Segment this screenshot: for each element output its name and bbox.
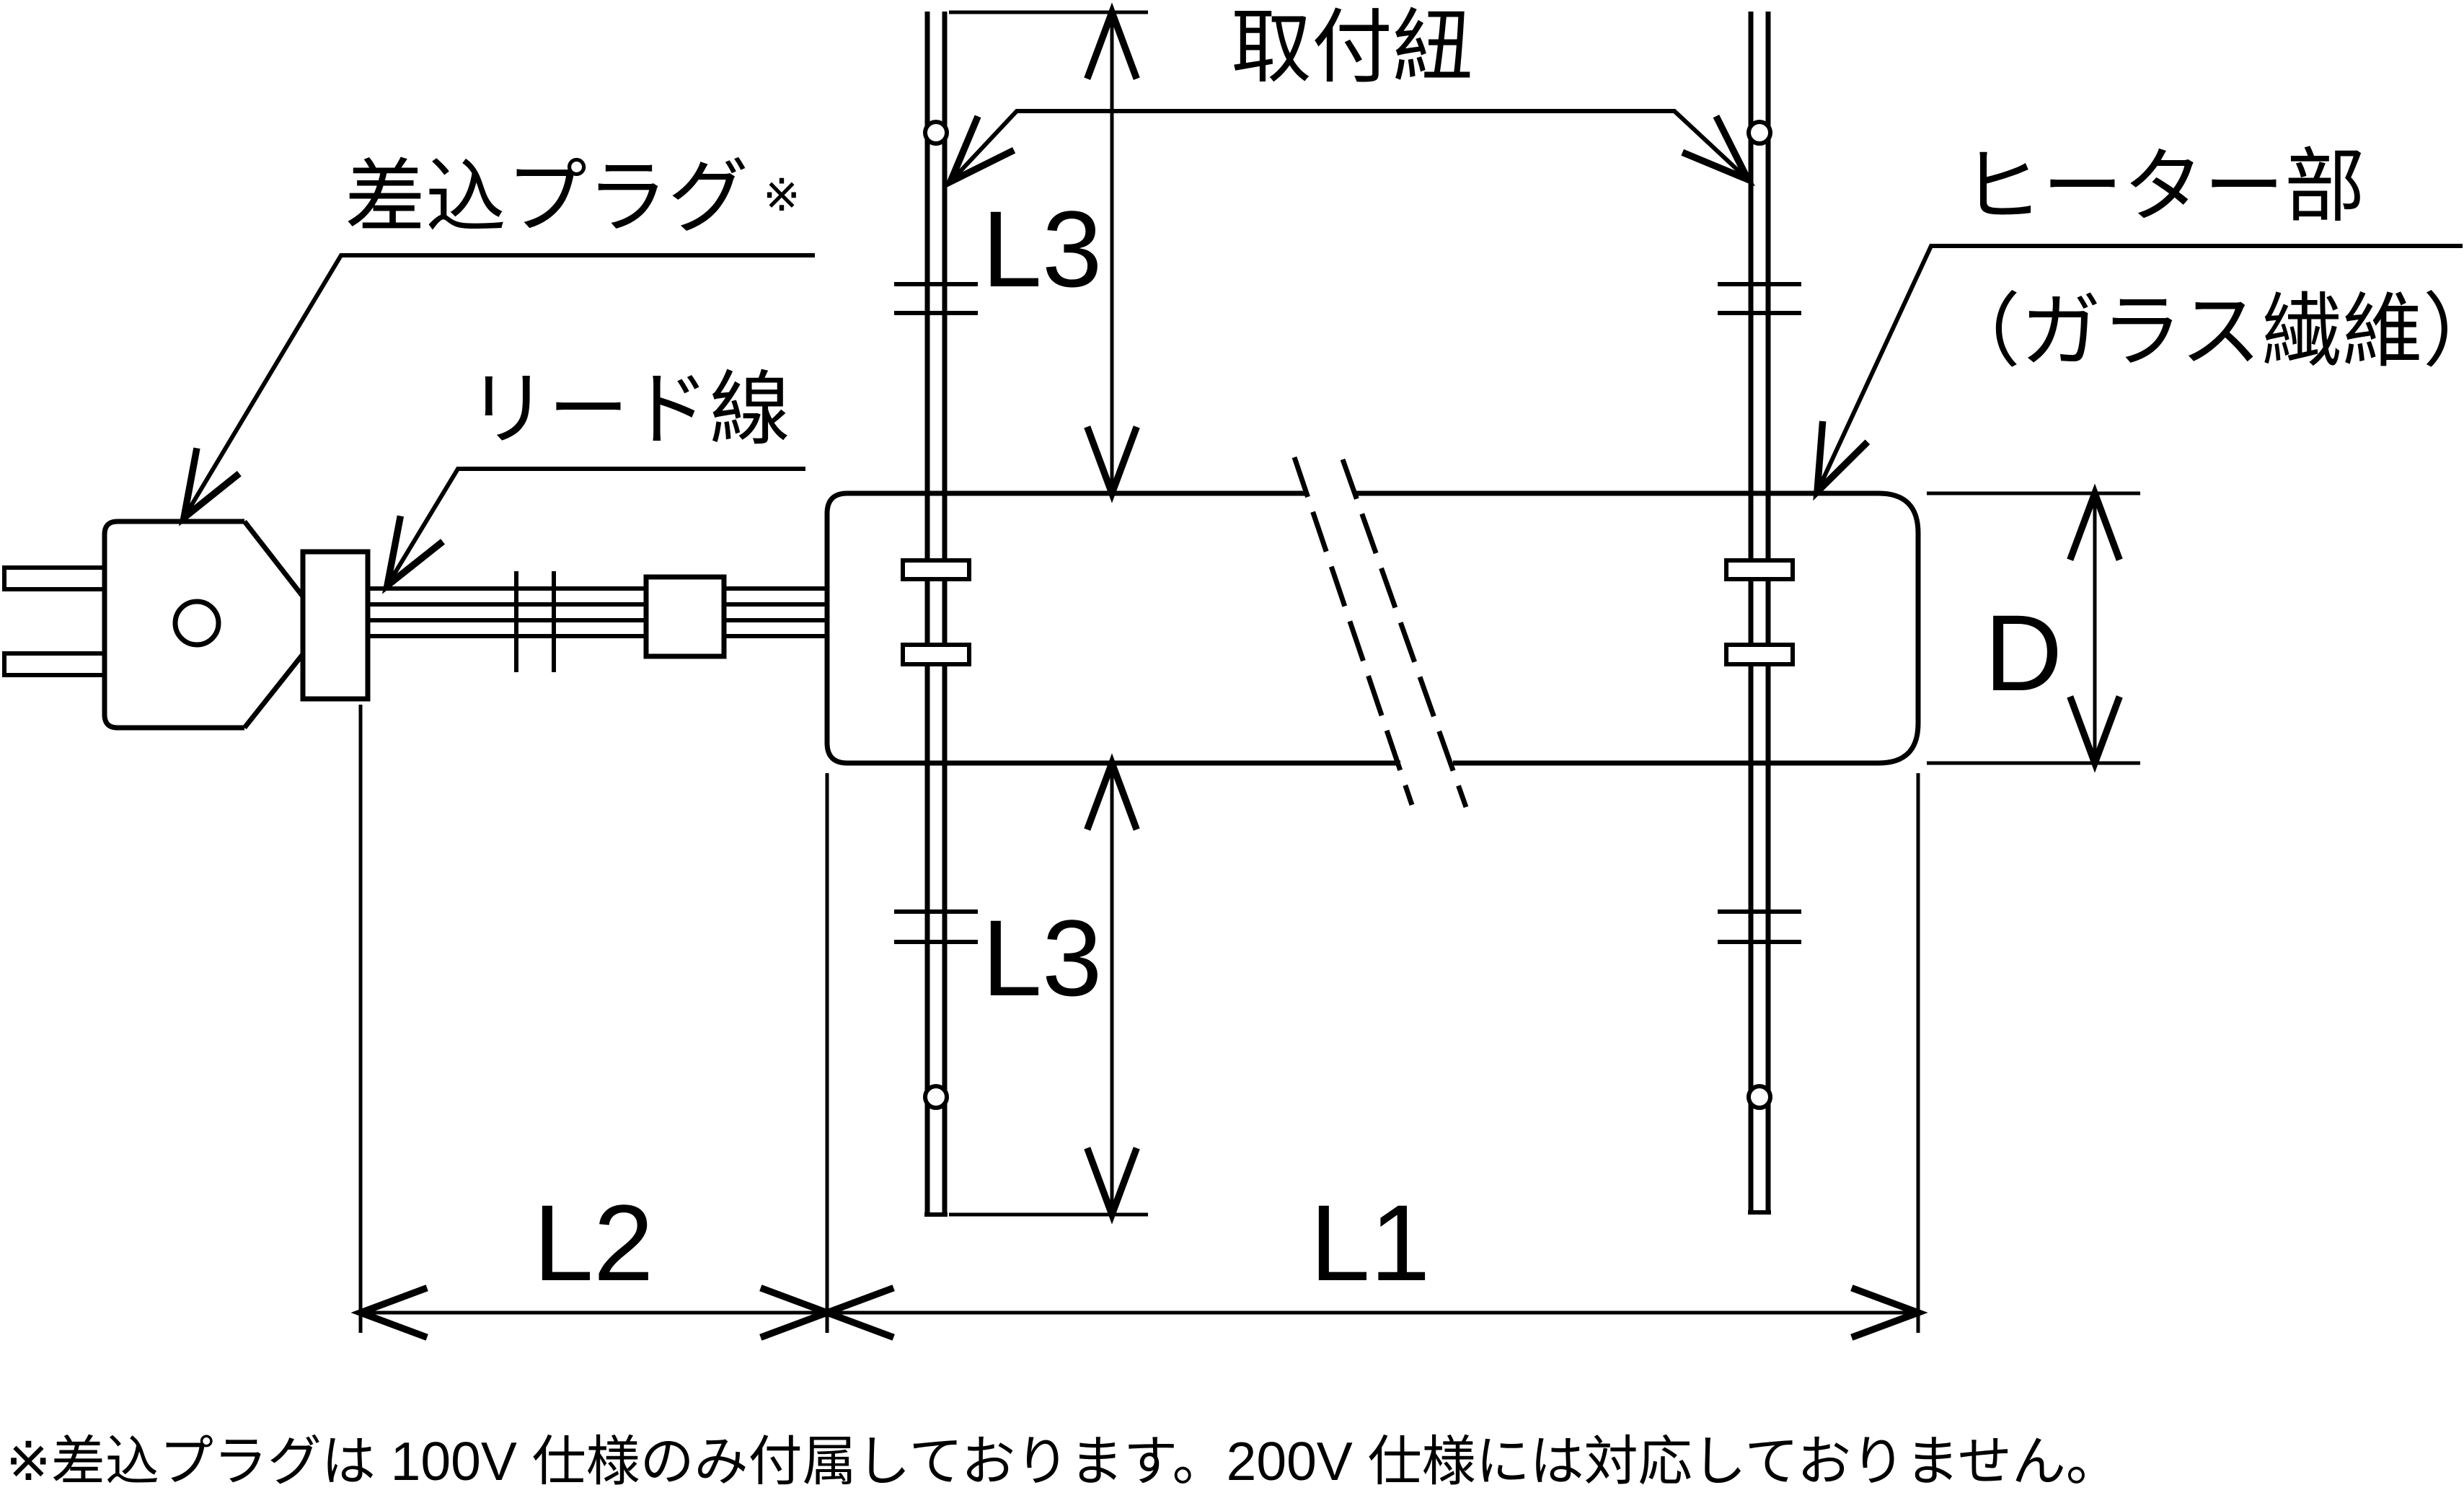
heater-break-line-2 xyxy=(1340,458,1469,809)
left-cord-band-upper xyxy=(901,558,971,581)
heater-part-label: ヒーター部 xyxy=(1961,141,2365,232)
leader-lines xyxy=(179,109,2463,594)
heater-leader xyxy=(1813,244,2463,501)
heater-break-line-1 xyxy=(1291,456,1415,806)
l3-top-label: L3 xyxy=(982,188,1103,309)
text-labels: 取付紐 差込プラグ ※ リード線 ヒーター部 （ガラス繊維） L3 L3 D L… xyxy=(6,2,2464,1492)
plug-ref-mark: ※ xyxy=(763,171,800,221)
l3-bottom-label: L3 xyxy=(982,897,1103,1018)
heater-body xyxy=(824,456,1921,809)
plug-taper-top xyxy=(242,519,305,599)
plug-label: 差込プラグ xyxy=(345,152,749,242)
heater-left-section xyxy=(824,490,1400,766)
l1-label: L1 xyxy=(1310,1182,1431,1303)
heater-material-label: （ガラス繊維） xyxy=(1940,286,2464,376)
dimension-annotations xyxy=(350,2,2140,1341)
left-cord-knot-bottom xyxy=(923,1084,949,1110)
left-cord-knot-top xyxy=(923,120,949,146)
lead-wire-cord xyxy=(368,571,827,672)
heater-right-section xyxy=(1354,490,1921,766)
right-cord-band-lower xyxy=(1724,643,1795,666)
cord-connector-sleeve xyxy=(643,574,727,659)
mounting-cord-label: 取付紐 xyxy=(1231,2,1473,92)
mounting-cord-left xyxy=(894,12,978,1217)
plug-hole xyxy=(172,599,221,648)
lead-wire-leader xyxy=(381,467,805,594)
plug-taper-bottom xyxy=(242,652,305,730)
right-cord-knot-top xyxy=(1747,120,1772,146)
plug-leader xyxy=(179,253,815,526)
mounting-cord-right xyxy=(1718,12,1801,1215)
lead-wire-label: リード線 xyxy=(467,364,790,454)
d-label: D xyxy=(1984,592,2062,713)
plug xyxy=(2,519,371,731)
footnote-text: ※差込プラグは 100V 仕様のみ付属しております。200V 仕様には対応してお… xyxy=(6,1431,2120,1492)
mounting-cord-leader xyxy=(943,109,1755,189)
plug-prong-bottom xyxy=(2,651,107,677)
plug-strain-relief xyxy=(300,549,371,702)
right-cord-band-upper xyxy=(1724,558,1795,581)
right-cord-knot-bottom xyxy=(1747,1084,1772,1110)
plug-prong-top xyxy=(2,565,107,591)
left-cord-band-lower xyxy=(901,643,971,666)
l2-label: L2 xyxy=(534,1182,654,1303)
